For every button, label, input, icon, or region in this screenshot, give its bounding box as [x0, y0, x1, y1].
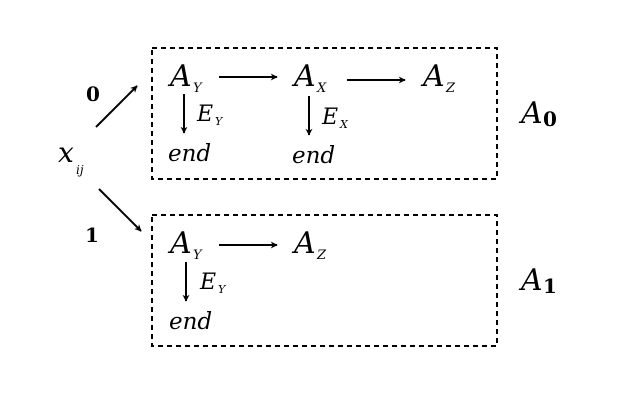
block-a1-exit-ey-end: end	[169, 309, 212, 335]
block-a0-exit-ex-end: end	[292, 143, 335, 169]
block-a0-node-az-subscript: Z	[445, 81, 456, 96]
input-subscript: ij	[76, 163, 84, 177]
branch-0-arrow	[95, 85, 138, 128]
block-a0-node-ax-symbol: A	[291, 59, 316, 94]
block-a0-exit-ex-subscript: X	[339, 118, 349, 131]
block-a1-node-ay-subscript: Y	[193, 248, 203, 263]
block-a0-node-az-symbol: A	[420, 59, 445, 94]
block-a0-label-symbol: A	[518, 96, 543, 131]
block-a1-exit-ey-subscript: Y	[218, 283, 227, 296]
block-a1: A Y A Z E Y end	[151, 214, 498, 347]
block-a0: A Y A X A Z E Y end E X end	[151, 47, 498, 180]
block-a0-label-subscript: 0	[543, 107, 557, 131]
input-variable: x ij	[58, 136, 84, 177]
branch-0-label: 0	[86, 82, 100, 106]
block-a0-exit-ey-subscript: Y	[215, 115, 224, 128]
block-a0-exit-ex-symbol: E	[321, 105, 338, 130]
block-a1-exit-ey-symbol: E	[199, 270, 216, 295]
branch-1-arrow	[98, 188, 142, 232]
block-a1-node-az-subscript: Z	[316, 248, 327, 263]
block-a0-exit-ey-symbol: E	[196, 102, 213, 127]
block-a1-node-ay-symbol: A	[167, 226, 192, 261]
block-a0-node-ax-subscript: X	[316, 81, 327, 96]
block-a0-node-ay-subscript: Y	[193, 81, 203, 96]
input-symbol: x	[58, 136, 74, 169]
block-a1-node-az-symbol: A	[291, 226, 316, 261]
block-a1-label-symbol: A	[518, 263, 543, 298]
block-a1-label-subscript: 1	[543, 274, 557, 298]
block-a1-border	[151, 214, 498, 347]
block-a0-node-ay-symbol: A	[167, 59, 192, 94]
block-a0-border	[151, 47, 498, 180]
branch-1-label: 1	[85, 223, 99, 247]
block-a0-exit-ey-end: end	[168, 141, 211, 167]
